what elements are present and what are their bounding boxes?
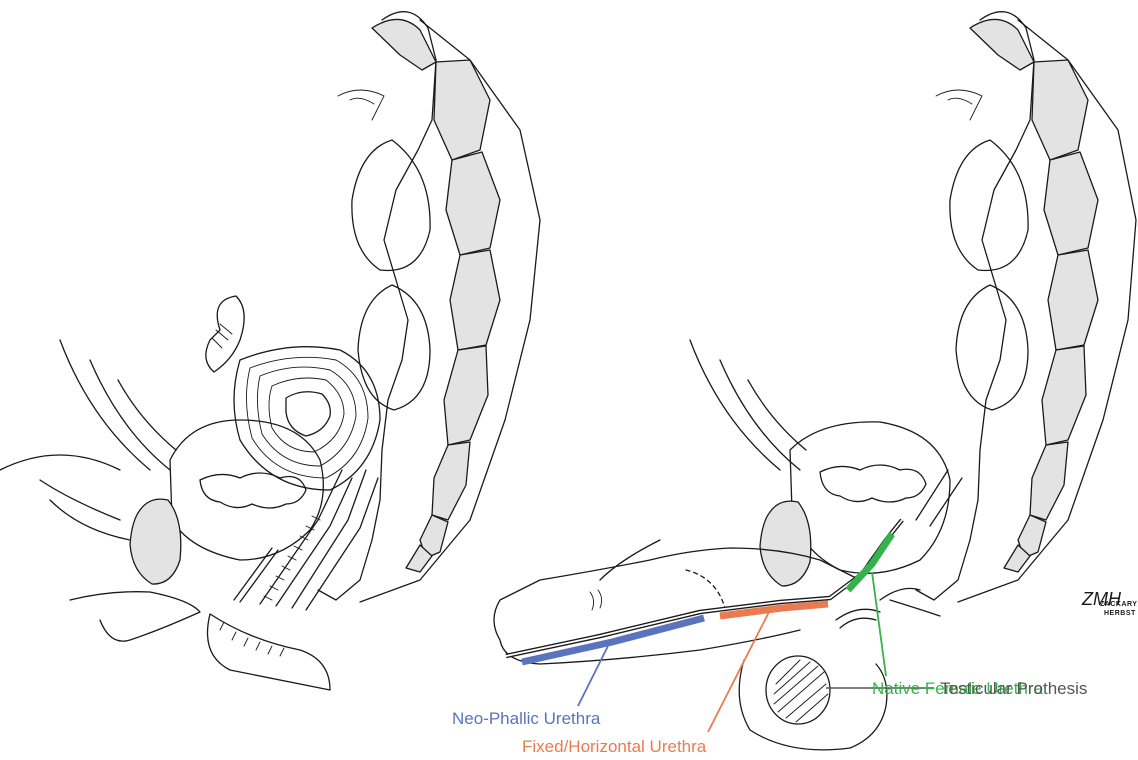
testicular-prosthesis xyxy=(766,656,830,724)
right-perineum xyxy=(836,609,880,628)
left-panel-female-pelvis xyxy=(0,12,540,690)
right-sacrum xyxy=(916,12,1136,602)
left-urethra xyxy=(234,548,278,602)
artist-signature: ZMH ZACKARY HERBST xyxy=(1081,589,1137,617)
right-pubic-bone xyxy=(760,501,811,586)
signature-name-line2: HERBST xyxy=(1104,610,1136,617)
left-sacrum xyxy=(318,12,540,602)
left-fimbriae xyxy=(212,324,232,348)
neo-phallic-urethra-label: Neo-Phallic Urethra xyxy=(452,709,601,728)
right-bowel-loop xyxy=(950,140,1028,271)
native-female-leader xyxy=(872,572,886,676)
right-bladder xyxy=(790,422,950,573)
left-fallopian-tube xyxy=(206,296,244,372)
neo-phallic-urethra-marker xyxy=(522,618,704,662)
right-bowel-loop-2 xyxy=(956,285,1028,410)
testicular-prosthesis-hatching xyxy=(774,660,828,722)
neophallus-dash-line xyxy=(686,570,726,612)
left-bowel-loop xyxy=(352,140,430,271)
left-uterus xyxy=(234,347,380,490)
right-panel-phalloplasty: Neo-Phallic Urethra Fixed/Horizontal Ure… xyxy=(452,12,1137,756)
scrotum-outline xyxy=(739,660,887,750)
neo-phallic-leader xyxy=(578,646,608,706)
fixed-horizontal-leader xyxy=(708,610,770,732)
native-female-urethra-marker xyxy=(848,534,892,590)
left-pelvic-wall xyxy=(0,340,176,470)
left-pubic-bone xyxy=(130,499,181,584)
left-bowel-loop-2 xyxy=(358,285,430,410)
signature-name-line1: ZACKARY xyxy=(1100,601,1137,608)
glans-ridge xyxy=(590,590,602,610)
fixed-horizontal-urethra-label: Fixed/Horizontal Urethra xyxy=(522,737,707,756)
testicular-prosthesis-label: Testicular Prothesis xyxy=(940,679,1087,698)
right-pelvic-wall xyxy=(690,340,806,470)
left-bladder xyxy=(170,420,323,560)
right-labial-remnant xyxy=(880,588,940,616)
reconstructed-urethra-lumen xyxy=(506,520,902,656)
